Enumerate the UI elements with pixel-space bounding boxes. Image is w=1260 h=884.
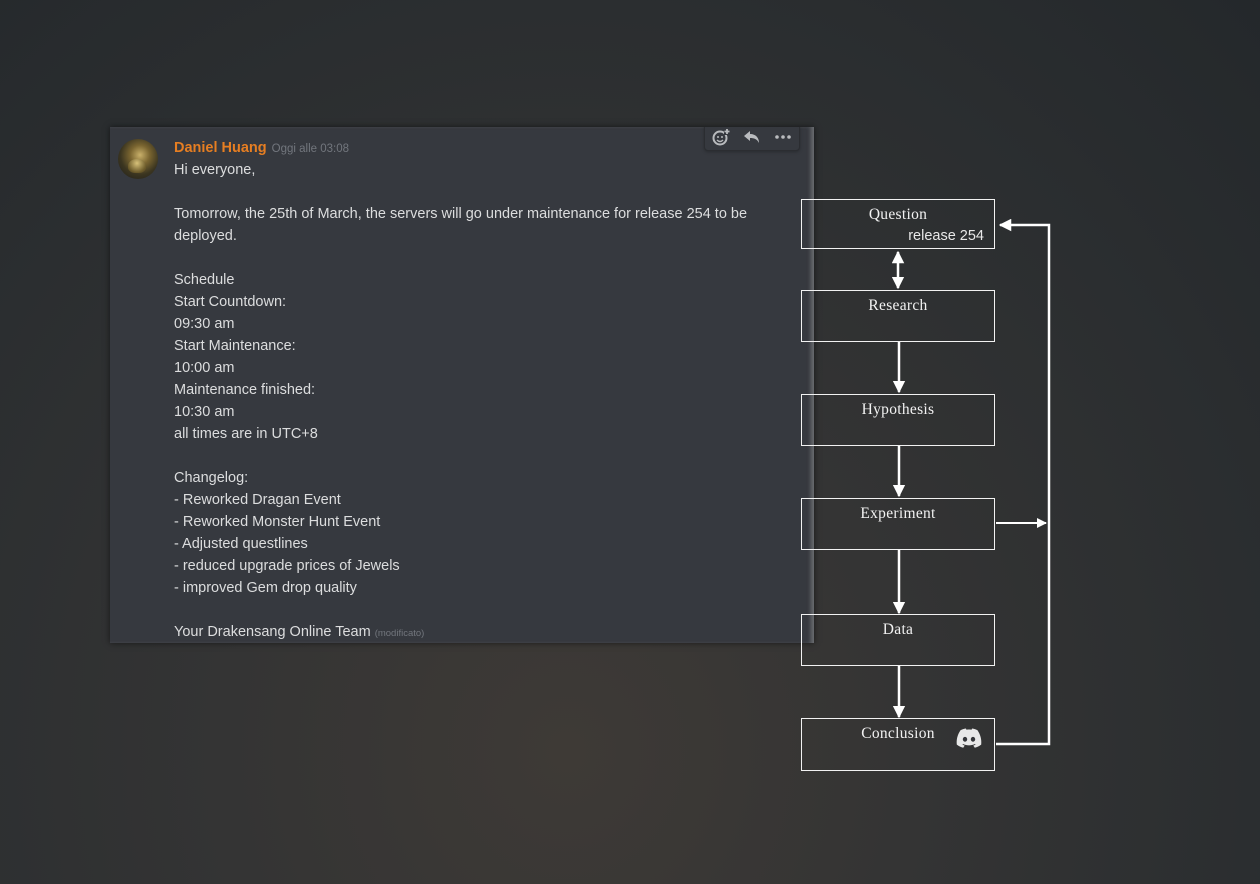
arrow-conclusion-to-question [996,218,1051,746]
message-card: Daniel Huang Oggi alle 03:08 [110,127,814,643]
flowchart-step-label: Experiment [860,505,936,522]
message-line: Maintenance finished: [174,382,316,398]
flowchart-step-experiment: Experiment [801,498,995,550]
message-line: 09:30 am [174,316,235,332]
flowchart-step-label: Conclusion [861,725,935,742]
message-body: Hi everyone, Tomorrow, the 25th of March… [174,159,774,643]
add-reaction-icon[interactable] [710,127,732,148]
message-line: Schedule [174,272,235,288]
flowchart-step-data: Data [801,614,995,666]
message-line: Changelog: [174,470,249,486]
author-name[interactable]: Daniel Huang [174,140,267,156]
avatar[interactable] [118,139,158,179]
message-line: all times are in UTC+8 [174,426,318,442]
reply-icon[interactable] [741,127,763,148]
message-line: - Adjusted questlines [174,536,308,552]
message-line: Start Countdown: [174,294,287,310]
message-line: - Reworked Monster Hunt Event [174,514,381,530]
flowchart-step-label: Question [868,206,928,223]
message-line: Start Maintenance: [174,338,296,354]
flowchart-step-label: Research [868,297,928,314]
flowchart-step-hypothesis: Hypothesis [801,394,995,446]
message-timestamp: Oggi alle 03:08 [271,143,350,155]
message-line: 10:30 am [174,404,235,420]
more-options-icon[interactable] [772,127,794,148]
message-signature: Your Drakensang Online Team [174,624,371,640]
flowchart-step-label: Hypothesis [861,401,935,418]
message-actions-toolbar [704,127,800,151]
flowchart-step-conclusion: Conclusion [801,718,995,771]
flowchart-step-research: Research [801,290,995,342]
message-line: Hi everyone, [174,162,256,178]
message-line: Tomorrow, the 25th of March, the servers… [174,206,748,244]
discord-logo-icon [956,728,982,748]
message-signature-line: Your Drakensang Online Team(modificato) [174,621,774,643]
flowchart-step-question: Question release 254 [801,199,995,249]
message-header: Daniel Huang Oggi alle 03:08 [174,139,349,157]
question-note: release 254 [908,228,984,244]
flowchart-step-label: Data [882,621,914,638]
message-line: 10:00 am [174,360,235,376]
message-line: - reduced upgrade prices of Jewels [174,558,400,574]
message-line: - improved Gem drop quality [174,580,357,596]
message-line: - Reworked Dragan Event [174,492,341,508]
edited-label: (modificato) [374,628,425,639]
